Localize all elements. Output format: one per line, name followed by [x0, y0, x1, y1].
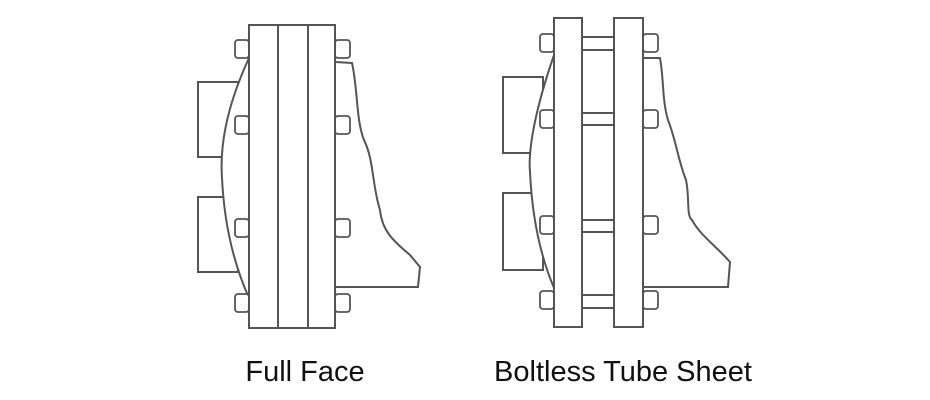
tube-bundle [581, 49, 615, 296]
shell-right [642, 57, 732, 288]
boltless-tube-sheet-diagram [502, 17, 732, 328]
caption-boltless-tube-sheet: Boltless Tube Sheet [494, 356, 752, 388]
bolts-left [539, 33, 555, 310]
flange-stack [248, 24, 336, 329]
full-face-diagram [197, 24, 422, 329]
bolts-left [234, 39, 250, 313]
tie-rods [581, 36, 615, 309]
shell-right [334, 60, 422, 288]
caption-full-face: Full Face [245, 356, 365, 388]
left-flange [553, 17, 583, 328]
bolts-right [642, 33, 659, 310]
bolts-right [334, 39, 351, 313]
right-flange [613, 17, 644, 328]
